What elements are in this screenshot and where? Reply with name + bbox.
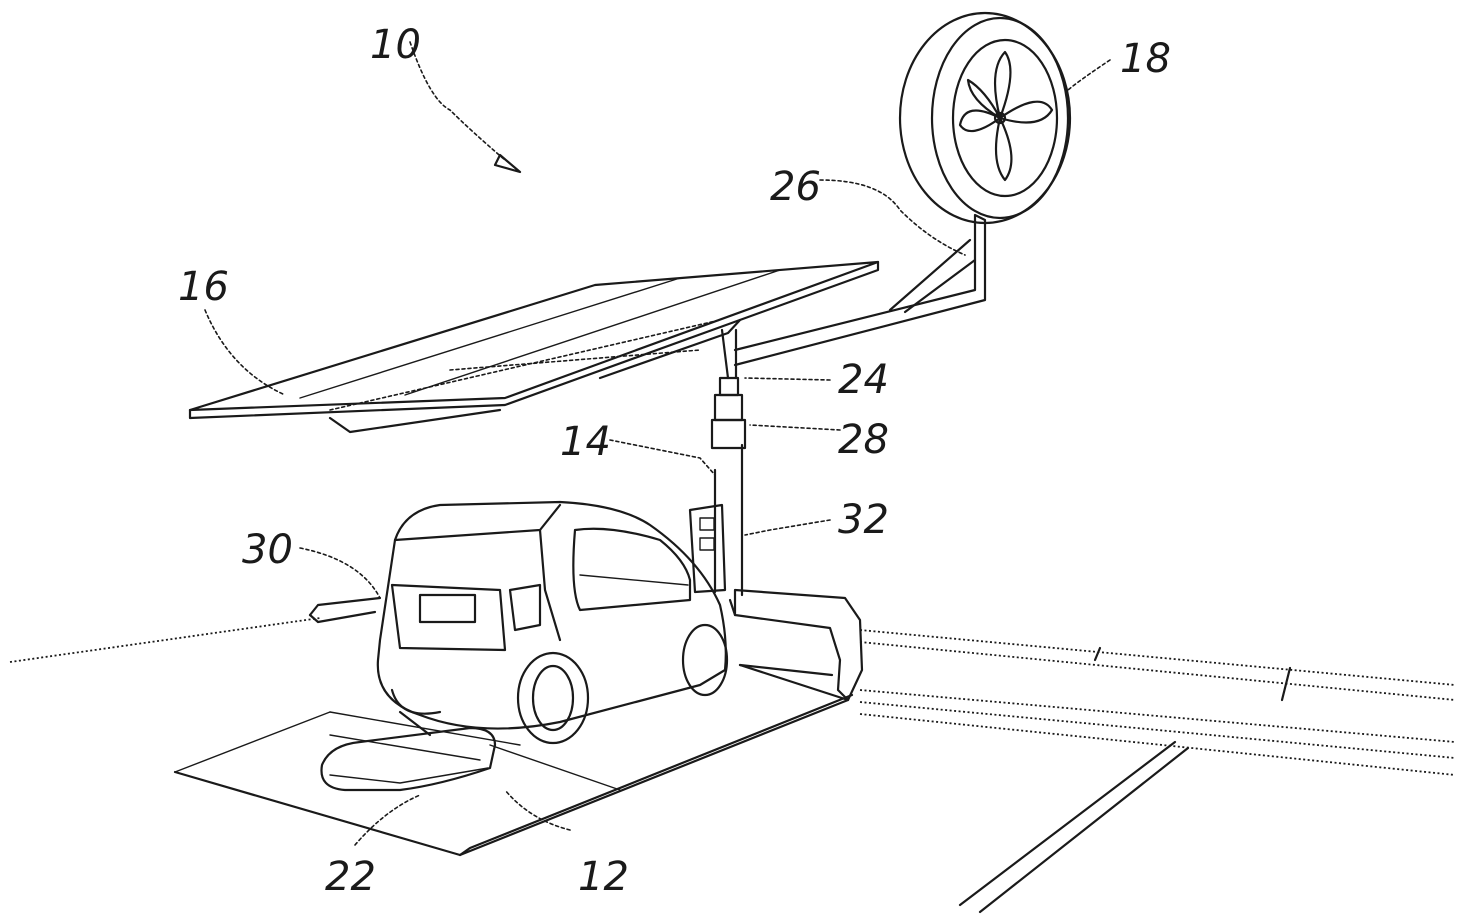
label-28: 28 <box>838 417 889 463</box>
label-32: 32 <box>838 497 889 543</box>
label-30: 30 <box>242 527 293 573</box>
control-box <box>688 503 727 594</box>
leader-lines <box>204 41 1111 846</box>
label-16: 16 <box>178 264 229 310</box>
solar-panel <box>188 260 880 434</box>
ground-lines <box>9 617 1456 776</box>
charging-pad <box>320 710 497 792</box>
reference-labels: 10 18 26 16 24 28 14 32 30 22 12 <box>178 22 1171 900</box>
label-26: 26 <box>770 164 821 210</box>
lane-lines <box>958 740 1190 914</box>
pole <box>710 328 747 597</box>
label-18: 18 <box>1120 36 1171 82</box>
label-24: 24 <box>838 357 889 403</box>
parking-pad <box>173 663 854 857</box>
vehicle <box>308 500 729 745</box>
wind-turbine <box>898 11 1072 225</box>
label-10: 10 <box>370 22 421 68</box>
turbine-arm <box>733 213 987 367</box>
label-14: 14 <box>560 419 611 465</box>
curb-base <box>728 588 864 702</box>
label-12: 12 <box>578 854 629 900</box>
label-22: 22 <box>325 854 376 900</box>
